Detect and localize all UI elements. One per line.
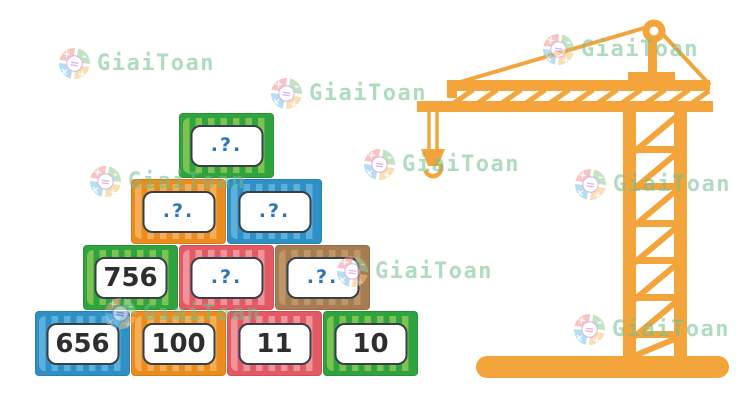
value-plate: .?.	[142, 190, 215, 233]
value-text: 11	[256, 328, 293, 359]
container-block: .?.	[179, 113, 274, 178]
container-block: 10	[323, 311, 418, 376]
container-block: 656	[35, 311, 130, 376]
watermark-logo-icon	[55, 44, 95, 84]
crane-hook	[421, 112, 445, 179]
value-text: .?.	[306, 266, 339, 288]
crane-tower-head	[628, 72, 675, 83]
value-plate: 11	[238, 322, 311, 365]
value-plate: 100	[142, 322, 215, 365]
crane-illustration	[417, 19, 729, 378]
value-text: 756	[103, 262, 158, 293]
watermark-logo-icon	[267, 74, 307, 114]
value-text: 100	[151, 328, 206, 359]
value-text: .?.	[210, 134, 243, 156]
container-block: .?.	[131, 179, 226, 244]
value-plate: .?.	[286, 256, 359, 299]
value-plate: 656	[46, 322, 119, 365]
value-plate: .?.	[190, 256, 263, 299]
value-text: 10	[352, 328, 389, 359]
container-block: .?.	[275, 245, 370, 310]
crane-jib	[417, 80, 713, 112]
value-plate: 10	[334, 322, 407, 365]
container-block: 756	[83, 245, 178, 310]
crane-jib-diagonals	[452, 87, 711, 106]
watermark-logo-icon	[86, 162, 126, 202]
value-plate: 756	[94, 256, 167, 299]
container-block: 11	[227, 311, 322, 376]
value-text: 656	[55, 328, 110, 359]
container-block: .?.	[179, 245, 274, 310]
crane-base	[476, 356, 729, 378]
container-block: 100	[131, 311, 226, 376]
value-text: .?.	[258, 200, 291, 222]
value-plate: .?.	[238, 190, 311, 233]
crane-mast	[623, 110, 687, 359]
container-block: .?.	[227, 179, 322, 244]
crane-pulley	[628, 19, 675, 83]
watermark: GiaiToan	[57, 46, 215, 81]
value-text: .?.	[162, 200, 195, 222]
watermark-text: GiaiToan	[97, 50, 215, 76]
watermark-logo-icon	[360, 145, 400, 185]
value-plate: .?.	[190, 124, 263, 167]
value-text: .?.	[210, 266, 243, 288]
